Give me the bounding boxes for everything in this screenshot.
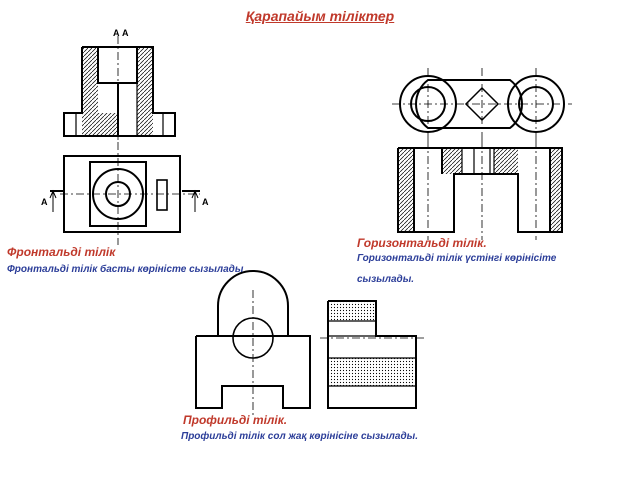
- horizontal-description-line1: Горизонтальді тілік үстінгі көрінісіте: [357, 253, 557, 264]
- horizontal-section-view: [397, 147, 563, 233]
- section-mark-label: А А: [113, 28, 129, 38]
- profile-description: Профильді тілік сол жақ көрінісіне сызыл…: [181, 431, 418, 442]
- horizontal-description-line2: сызылады.: [357, 274, 415, 285]
- frontal-description: Фронтальді тілік басты көріністе сызылад…: [7, 264, 244, 275]
- arrow-right-label: А: [202, 197, 209, 207]
- profile-side-section: [327, 300, 417, 409]
- frontal-section-view: [63, 46, 176, 137]
- profile-heading: Профильді тілік.: [183, 413, 288, 427]
- horizontal-heading: Горизонтальді тілік.: [357, 236, 487, 250]
- arrow-left-label: А: [41, 197, 48, 207]
- page-title: Қарапайым тіліктер: [245, 8, 395, 24]
- frontal-heading: Фронтальді тілік: [7, 245, 116, 259]
- section-arrow-right: [182, 189, 200, 212]
- section-arrow-left: [49, 189, 64, 212]
